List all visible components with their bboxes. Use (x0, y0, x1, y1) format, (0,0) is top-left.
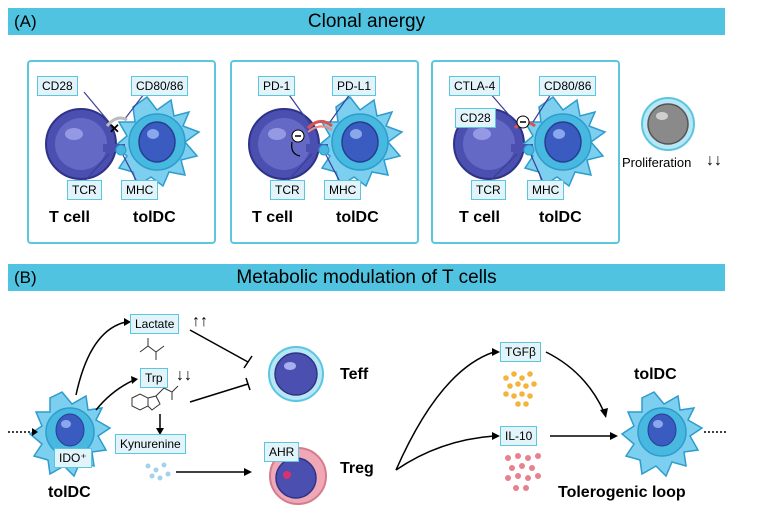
panel-2-label-3: TCR (270, 180, 305, 200)
ahr-label: AHR (264, 442, 300, 462)
tgfb-label: TGFβ (500, 342, 541, 362)
panel-2-label-1: PD-1 (258, 76, 296, 96)
panel-3-label-3: CD28 (455, 108, 496, 128)
kynurenine-label: Kynurenine (115, 434, 186, 454)
tryptophan-molecule-icon (131, 385, 179, 411)
section-b-tag: (B) (14, 268, 37, 287)
toldc-icon (519, 95, 607, 188)
panel-2-tcell-label: T cell (252, 209, 293, 226)
ahr-receptor-icon (283, 471, 291, 479)
section-a-tag: (A) (14, 12, 37, 31)
ido-label: IDO⁺ (54, 448, 92, 468)
panel-3-toldc-label: tolDC (539, 209, 582, 226)
toldc-left-label: tolDC (48, 484, 91, 501)
panel-ctla4: CTLA-4 CD80/86 CD28 TCR MHC T cell tolDC (431, 60, 620, 244)
treg-label: Treg (340, 460, 374, 477)
toldc-right-label: tolDC (634, 366, 677, 383)
panel-3-label-4: TCR (471, 180, 506, 200)
panel-3-label-1: CTLA-4 (449, 76, 501, 96)
mhc-receptor-icon (318, 144, 330, 156)
proliferation-label: Proliferation (622, 155, 692, 170)
panel-1-label-1: CD28 (37, 76, 78, 96)
il10-label: IL-10 (500, 426, 538, 446)
tcell-icon (45, 108, 117, 180)
proliferation-arrows: ↓↓ (706, 152, 722, 169)
treg-cell-icon (269, 447, 327, 505)
panel-3-tcell-label: T cell (459, 209, 500, 226)
tcr-receptor-icon (306, 144, 328, 152)
anergic-tcell-icon (641, 97, 695, 151)
panel-1-label-3: TCR (67, 180, 102, 200)
section-a-title: Clonal anergy (307, 11, 426, 32)
panel-3-illustration (453, 91, 607, 188)
toldc-icon (113, 95, 201, 188)
section-b-banner: (B) Metabolic modulation of T cells (8, 264, 725, 291)
kynurenine-particles-icon (145, 462, 171, 481)
lactate-label: Lactate (130, 314, 180, 334)
tcr-receptor-icon (103, 144, 125, 152)
mhc-receptor-icon (115, 144, 127, 156)
panel-2-toldc-label: tolDC (336, 209, 379, 226)
panel-3-label-2: CD80/86 (539, 76, 597, 96)
trp-arrows: ↓↓ (176, 367, 192, 384)
panel-1-illustration: ✕ (45, 91, 201, 188)
tolerogenic-loop-label: Tolerogenic loop (558, 484, 686, 501)
panel-cd28: ✕ CD28 CD80/86 TCR MHC T cell tolDC (27, 60, 216, 244)
panel-1-tcell-label: T cell (49, 209, 90, 226)
mhc-receptor-icon (523, 144, 535, 156)
panel-1-label-2: CD80/86 (131, 76, 189, 96)
panel-1-label-4: MHC (121, 180, 159, 200)
panel-3-label-5: MHC (527, 180, 565, 200)
lactate-arrows: ↑↑ (192, 313, 208, 330)
tcr-receptor-icon (511, 144, 533, 152)
toldc-right-icon (620, 391, 704, 478)
trp-label: Trp (140, 368, 168, 388)
panel-2-label-4: MHC (324, 180, 362, 200)
panel-2-illustration (248, 91, 404, 188)
pd1-pdl1-bond-icon (306, 120, 333, 130)
teff-cell-icon (268, 346, 324, 402)
section-b-title: Metabolic modulation of T cells (236, 267, 497, 288)
teff-label: Teff (340, 366, 369, 383)
panel-pd1: PD-1 PD-L1 TCR MHC T cell tolDC (230, 60, 419, 244)
lactate-molecule-icon (139, 338, 165, 360)
blocked-cross-icon: ✕ (109, 121, 120, 136)
panel-1-toldc-label: tolDC (133, 209, 176, 226)
toldc-icon (316, 95, 404, 188)
il10-particles-icon (505, 453, 541, 491)
tgfb-particles-icon (503, 371, 537, 407)
section-a-banner: (A) Clonal anergy (8, 8, 725, 35)
panel-2-label-2: PD-L1 (332, 76, 377, 96)
